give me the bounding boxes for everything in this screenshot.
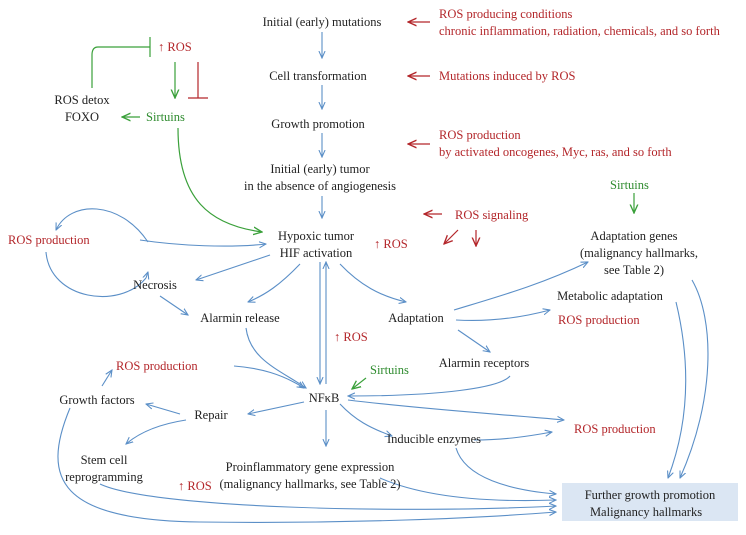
arrow-hypoxic-to-alarmin [248,263,301,302]
arrow-adaptation-to-receptors [457,329,490,352]
node-metabolic-adaptation: Metabolic adaptation [557,289,664,303]
node-adaptation: Adaptation [388,311,444,325]
arrow-genes-to-further [680,279,709,478]
node-adaptation-genes-line3: see Table 2) [604,263,664,277]
arrow-nfkb-to-enzymes [339,403,392,436]
ann-ros-production-metabolic: ROS production [558,313,640,327]
arrow-hypoxic-to-necrosis [196,254,271,280]
node-alarmin-receptors: Alarmin receptors [439,356,530,370]
arrow-nfkb-to-repair [248,401,305,414]
arrow-loop-top [56,208,149,243]
arrow-alarmin-to-nfkb [245,327,306,388]
node-further-line1: Further growth promotion [585,488,716,502]
arrow-loop-to-necrosis [146,272,148,278]
ann-ros-conditions-line2: chronic inflammation, radiation, chemica… [439,24,721,38]
ann-ros-up-top: ↑ ROS [158,40,192,54]
node-hypoxic-line1: Hypoxic tumor [278,229,355,243]
node-growth-factors: Growth factors [59,393,134,407]
ann-mutations-by-ros: Mutations induced by ROS [439,69,576,83]
inhibit-ros-to-sirtuins [188,62,208,99]
arrow-enzymes-to-ros [473,432,552,441]
arrow-nfkb-to-ros-right [347,399,564,420]
ann-sirtuins-right: Sirtuins [610,178,649,192]
node-further-line2: Malignancy hallmarks [590,505,702,519]
arrow-loop-bottom [45,251,147,298]
arrow-enzymes-to-further [455,447,556,494]
arrow-loop-to-hypoxic [139,239,266,246]
node-proinflam-line2: (malignancy hallmarks, see Table 2) [219,477,400,491]
node-growth-promotion: Growth promotion [271,117,365,131]
node-stem-line1: Stem cell [81,453,128,467]
arrow-gf-to-further [57,407,556,523]
arrow-receptors-to-nfkb [348,375,511,396]
arrow-hypoxic-to-adaptation [339,263,406,302]
node-ros-detox-line1: ROS detox [54,93,110,107]
arrow-gf-ros-to-nfkb [233,365,304,388]
node-initial-mutations: Initial (early) mutations [263,15,382,29]
node-proinflam-line1: Proinflammatory gene expression [226,460,395,474]
ann-sirtuins-middle: Sirtuins [370,363,409,377]
node-inducible-enzymes: Inducible enzymes [387,432,481,446]
node-repair: Repair [194,408,228,422]
node-adaptation-genes-line2: (malignancy hallmarks, [580,246,698,260]
ann-ros-signaling: ROS signaling [455,208,529,222]
arrow-sirtuins-middle [352,377,367,389]
arrow-adaptation-to-genes [453,262,588,311]
further-growth-box [562,483,738,521]
arrow-gf-to-ros [101,370,112,387]
ann-sirtuins-top: Sirtuins [146,110,185,124]
arrow-stem-to-further [99,483,556,509]
ann-ros-conditions-line1: ROS producing conditions [439,7,572,21]
ann-ros-production-left: ROS production [8,233,90,247]
arrow-proinflam-to-further [379,477,556,501]
arrow-sirtuins-to-hypoxic [177,127,262,232]
arrow-repair-to-stem [126,419,187,444]
ann-ros-production-gf: ROS production [116,359,198,373]
node-alarmin-release: Alarmin release [200,311,280,325]
inhibit-ros-detox [91,46,150,88]
arrow-metabolic-to-further [668,301,687,478]
ann-ros-oncogenes-line1: ROS production [439,128,521,142]
node-initial-tumor-line1: Initial (early) tumor [270,162,370,176]
node-initial-tumor-line2: in the absence of angiogenesis [244,179,396,193]
arrow-repair-to-gf [146,404,181,415]
arrow-adaptation-to-metabolic [455,310,550,322]
arrow-necrosis-to-alarmin [159,295,188,315]
node-adaptation-genes-line1: Adaptation genes [590,229,677,243]
ann-ros-up-middle: ↑ ROS [334,330,368,344]
node-stem-line2: reprogramming [65,470,144,484]
ann-ros-production-enzymes: ROS production [574,422,656,436]
node-cell-transformation: Cell transformation [269,69,367,83]
ann-ros-oncogenes-line2: by activated oncogenes, Myc, ras, and so… [439,145,672,159]
arrow-ros-signaling-down-left [444,229,459,244]
ann-ros-up-bottom: ↑ ROS [178,479,212,493]
ann-ros-up-hypoxic: ↑ ROS [374,237,408,251]
node-ros-detox-line2: FOXO [65,110,99,124]
node-nfkb: NFκB [309,391,340,405]
node-necrosis: Necrosis [133,278,177,292]
node-hypoxic-line2: HIF activation [280,246,353,260]
